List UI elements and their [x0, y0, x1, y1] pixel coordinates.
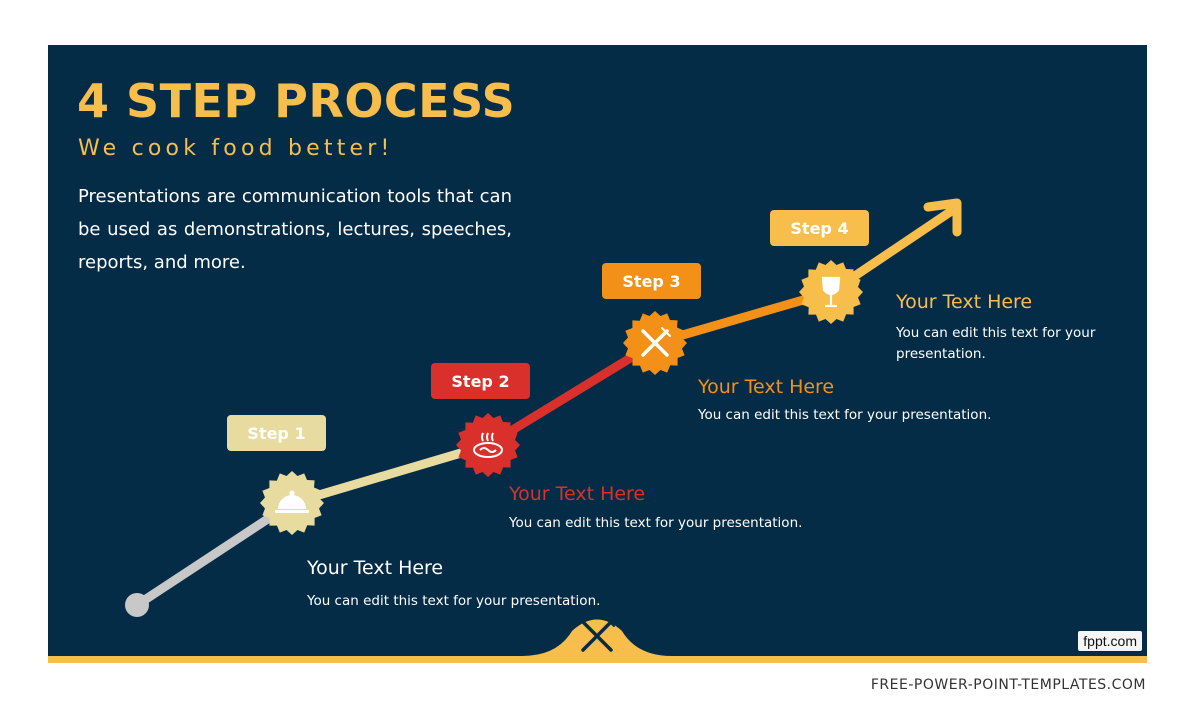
step-4-label: Step 4	[770, 210, 869, 246]
step-2-body: You can edit this text for your presenta…	[509, 515, 803, 531]
slide-description: Presentations are communication tools th…	[78, 186, 512, 273]
step-1-heading: Your Text Here	[307, 557, 444, 579]
path-segment-3	[653, 287, 833, 348]
fppt-badge: fppt.com	[1078, 631, 1142, 651]
bottom-accent-bar	[48, 656, 1147, 663]
fork-knife-icon	[641, 327, 671, 357]
step-4-node	[799, 260, 863, 324]
step-1-body: You can edit this text for your presenta…	[307, 593, 601, 609]
fork-knife-icon	[581, 617, 615, 652]
step-3-body: You can edit this text for your presenta…	[698, 407, 992, 423]
step-2-label: Step 2	[431, 363, 530, 399]
step-2-node	[456, 413, 520, 477]
wine-glass-icon	[821, 276, 841, 308]
path-segment-2	[485, 339, 658, 449]
slide-title: 4 STEP PROCESS	[77, 74, 516, 128]
step-4-heading: Your Text Here	[896, 291, 1033, 313]
footer-site-name[interactable]: FREE-POWER-POINT-TEMPLATES.COM	[870, 677, 1146, 693]
path-segment-start	[132, 498, 297, 610]
path-start-dot	[125, 593, 149, 617]
step-3-label: Step 3	[602, 263, 701, 299]
path-segment-1	[290, 440, 490, 508]
step-2-heading: Your Text Here	[509, 483, 646, 505]
cloche-icon	[275, 490, 309, 513]
step-1-label: Step 1	[227, 415, 326, 451]
noodle-bowl-icon	[473, 432, 503, 458]
slide-canvas	[48, 45, 1147, 656]
step-1-node	[260, 471, 324, 535]
arrow-head	[923, 198, 962, 237]
slide-subtitle: We cook food better!	[78, 136, 394, 161]
bottom-hill	[522, 617, 672, 656]
step-4-body: You can edit this text for your presenta…	[896, 325, 1096, 362]
step-3-heading: Your Text Here	[698, 376, 835, 398]
step-3-node	[623, 311, 687, 375]
